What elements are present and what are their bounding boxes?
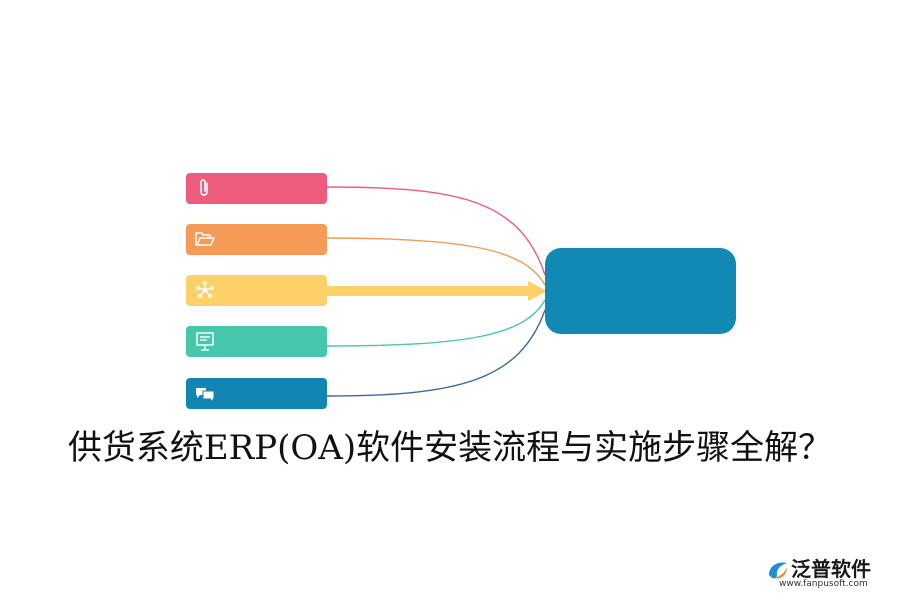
connector-curve-1 [326,186,546,276]
connector-arrow-3 [327,281,547,301]
step-bar-2 [186,224,327,255]
connector-curve-5 [326,309,546,397]
connector-curve-2 [326,237,546,286]
folder-open-icon [195,232,215,246]
step-bar-1 [186,173,327,204]
brand-logo: 泛普软件 www.fanpusoft.com [765,553,890,593]
paperclip-icon [200,179,208,196]
step-bar-3 [186,275,327,306]
brand-mark-icon [769,562,787,579]
step-bar-4 [186,326,327,357]
step-bar-5 [186,378,327,409]
central-node [545,248,736,334]
network-icon [195,280,215,299]
presentation-board-icon [196,332,214,351]
chat-bubbles-icon [196,388,215,404]
page-title: 供货系统ERP(OA)软件安装流程与实施步骤全解？ [67,428,833,468]
brand-name: 泛普软件 [791,557,871,581]
brand-url: www.fanpusoft.com [779,579,868,589]
connector-curve-4 [326,299,546,347]
